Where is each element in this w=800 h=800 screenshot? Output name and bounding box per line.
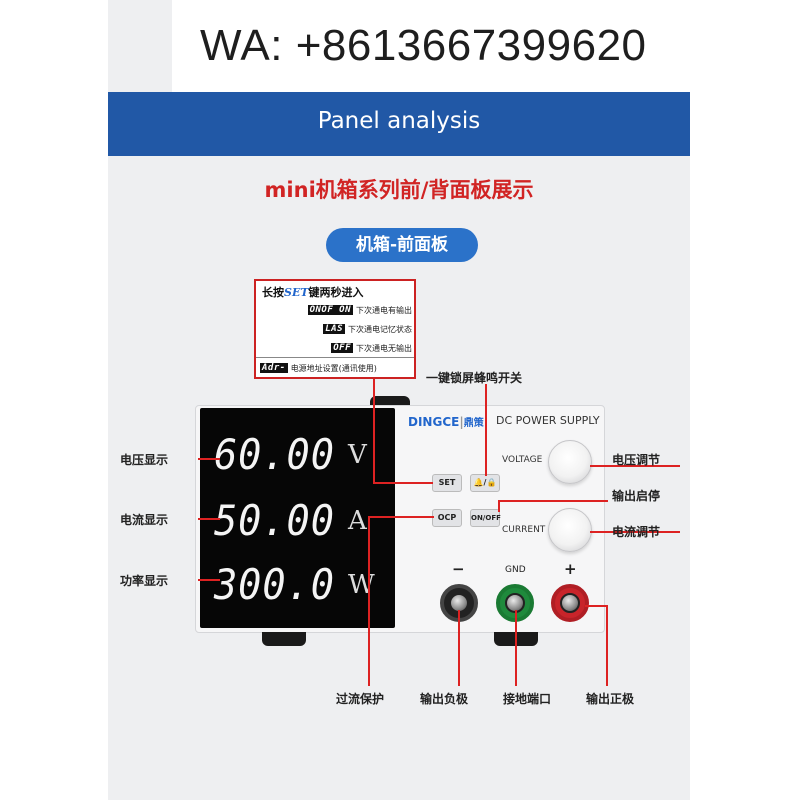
- lock-buzzer-button[interactable]: 🔔/🔒: [470, 474, 500, 492]
- callout-overcurrent: 过流保护: [336, 692, 385, 706]
- callout-voltage-display: 电压显示: [120, 453, 169, 467]
- set-button[interactable]: SET: [432, 474, 462, 492]
- callout-voltage-adjust: 电压调节: [612, 453, 661, 467]
- contact-banner: WA: +8613667399620: [172, 0, 718, 92]
- callout-pos-output: 输出正极: [586, 692, 635, 706]
- front-panel-pill: 机箱-前面板: [326, 228, 478, 262]
- set-box-title: 长按SET键两秒进入: [262, 286, 364, 299]
- brand-logo: DINGCE|鼎策: [408, 415, 484, 429]
- voltage-knob[interactable]: [548, 440, 592, 484]
- callout-output-toggle: 输出启停: [612, 489, 661, 503]
- callout-current-display: 电流显示: [120, 513, 169, 527]
- page-subtitle: mini机箱系列前/背面板展示: [264, 178, 534, 202]
- callout-ground: 接地端口: [503, 692, 552, 706]
- section-band: Panel analysis: [108, 92, 690, 156]
- set-row: Adr-电源地址设置(通讯使用): [260, 363, 377, 373]
- voltage-readout: 60.00: [214, 430, 335, 479]
- callout-lock-buzzer: 一键锁屏蜂鸣开关: [426, 371, 523, 385]
- voltage-knob-label: VOLTAGE: [502, 455, 543, 465]
- lcd-display: 60.00 V 50.00 A 300.0 W: [200, 408, 395, 628]
- plus-label: +: [564, 560, 577, 578]
- current-readout: 50.00: [214, 496, 335, 545]
- model-label: DC POWER SUPPLY: [496, 414, 600, 427]
- current-knob-label: CURRENT: [502, 525, 546, 535]
- top-handle: [370, 396, 410, 406]
- callout-current-adjust: 电流调节: [612, 525, 661, 539]
- gnd-label: GND: [505, 565, 526, 575]
- power-readout: 300.0: [214, 560, 335, 609]
- positive-terminal[interactable]: [551, 584, 589, 622]
- onoff-button[interactable]: ON/OFF: [470, 509, 501, 527]
- voltage-unit: V: [348, 440, 367, 470]
- callout-power-display: 功率显示: [120, 574, 169, 588]
- minus-label: −: [452, 560, 465, 578]
- callout-neg-output: 输出负极: [420, 692, 469, 706]
- ocp-button[interactable]: OCP: [432, 509, 462, 527]
- current-knob[interactable]: [548, 508, 592, 552]
- foot-left: [262, 632, 306, 646]
- current-unit: A: [348, 506, 367, 536]
- power-unit: W: [348, 570, 375, 600]
